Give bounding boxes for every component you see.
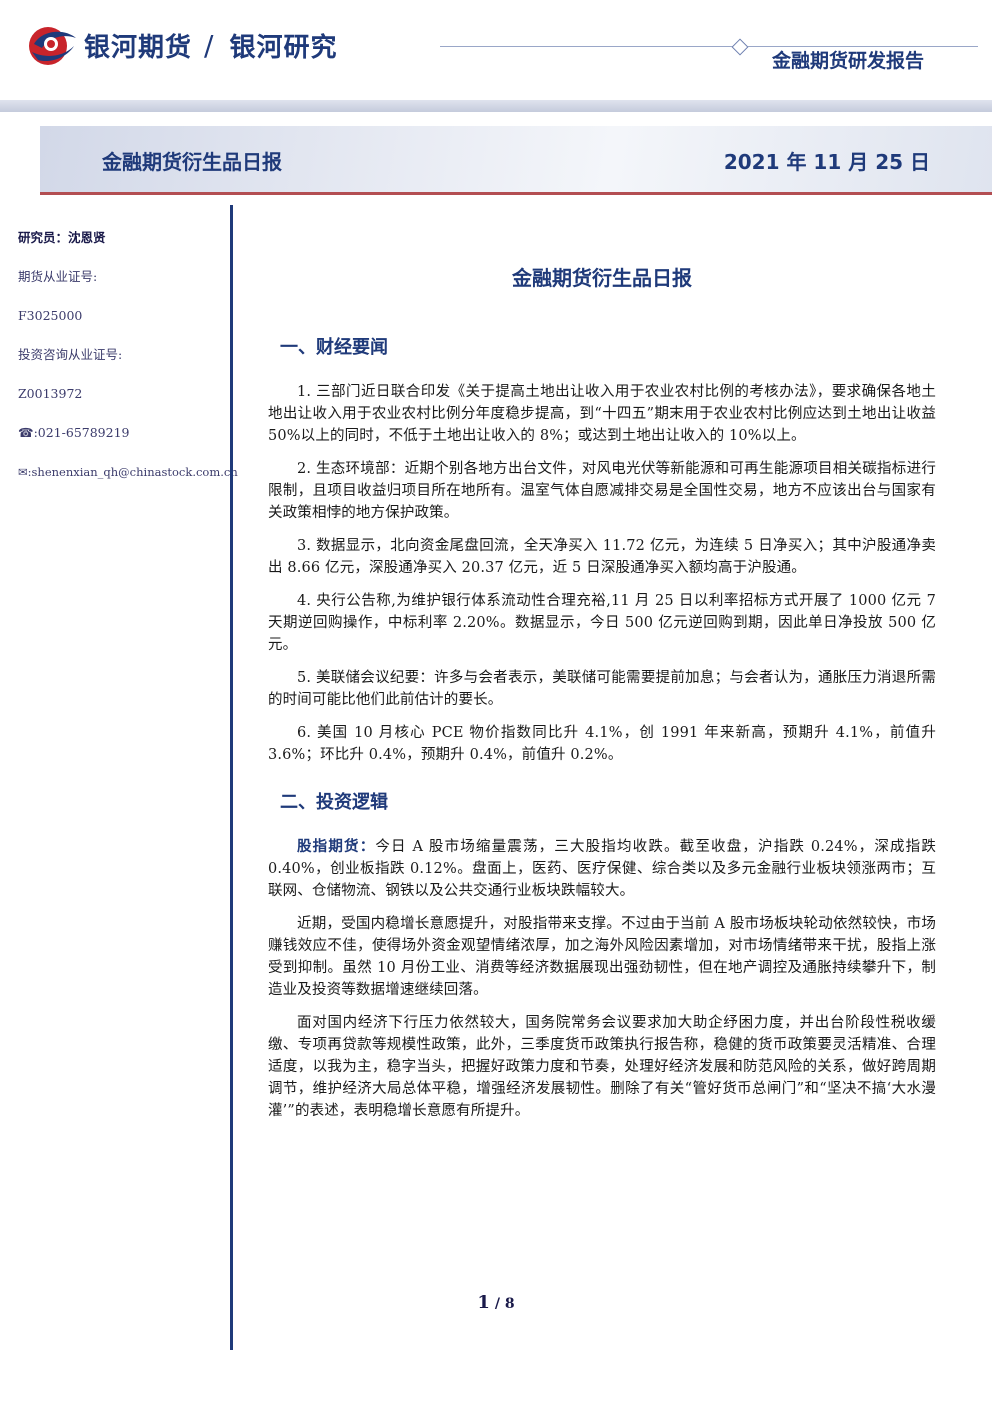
galaxy-logo-icon: [29, 27, 76, 65]
phone-contact: ☎:021-65789219: [18, 425, 130, 440]
current-page: 1: [477, 1292, 490, 1313]
consult-cert-label: 投资咨询从业证号:: [18, 347, 123, 362]
logic-paragraph: 近期，受国内稳增长意愿提升，对股指带来支撑。不过由于当前 A 股市场板块轮动依然…: [268, 916, 936, 998]
news-item: 6. 美国 10 月核心 PCE 物价指数同比升 4.1%，创 1991 年来新…: [268, 725, 936, 763]
futures-cert-label: 期货从业证号:: [18, 269, 98, 284]
banner-report-name: 金融期货衍生品日报: [102, 150, 282, 174]
news-item: 3. 数据显示，北向资金尾盘回流，全天净买入 11.72 亿元，为连续 5 日净…: [268, 538, 936, 576]
brand-name: 银河期货: [84, 32, 193, 63]
news-item: 5. 美联储会议纪要：许多与会者表示，美联储可能需要提前加息；与会者认为，通胀压…: [268, 670, 936, 708]
section-heading-logic: 二、投资逻辑: [280, 792, 388, 813]
title-banner: 金融期货衍生品日报 2021 年 11 月 25 日: [40, 126, 992, 195]
futures-cert-number: F3025000: [18, 308, 83, 323]
header-band: [0, 100, 992, 112]
report-body: 金融期货衍生品日报 一、财经要闻 1. 三部门近日联合印发《关于提高土地出让收入…: [268, 262, 936, 1133]
brand-logo: 银河期货 / 银河研究: [24, 22, 337, 68]
header-rule-right: [748, 46, 978, 47]
page-separator: /: [489, 1296, 505, 1312]
logic-lead-label: 股指期货：: [297, 839, 376, 855]
news-item: 4. 央行公告称,为维护银行体系流动性合理充裕,11 月 25 日以利率招标方式…: [268, 593, 936, 653]
total-pages: 8: [504, 1296, 515, 1312]
consult-cert-number: Z0013972: [18, 386, 83, 401]
logic-paragraph: 股指期货：今日 A 股市场缩量震荡，三大股指均收跌。截至收盘，沪指跌 0.24%…: [268, 836, 936, 902]
analyst-sidebar: 研究员：沈恩贤 期货从业证号: F3025000 投资咨询从业证号: Z0013…: [18, 228, 238, 501]
email-contact[interactable]: ✉:shenenxian_qh@chinastock.com.cn: [18, 465, 238, 479]
document-title: 金融期货衍生品日报: [512, 266, 692, 290]
banner-report-date: 2021 年 11 月 25 日: [723, 150, 930, 174]
analyst-name: 研究员：沈恩贤: [18, 230, 106, 245]
header-rule-left: [440, 46, 736, 47]
news-item: 1. 三部门近日联合印发《关于提高土地出让收入用于农业农村比例的考核办法》，要求…: [268, 384, 936, 444]
logic-paragraph-text: 今日 A 股市场缩量震荡，三大股指均收跌。截至收盘，沪指跌 0.24%，深成指跌…: [268, 839, 937, 899]
research-brand: 银河研究: [229, 32, 338, 63]
brand-separator: /: [204, 28, 214, 62]
logic-paragraph: 面对国内经济下行压力依然较大，国务院常务会议要求加大助企纾困力度，并出台阶段性税…: [268, 1015, 936, 1119]
report-header: 银河期货 / 银河研究 金融期货研发报告: [0, 0, 992, 100]
section-heading-news: 一、财经要闻: [280, 337, 388, 358]
diamond-icon: [731, 38, 749, 56]
vertical-divider: [230, 205, 233, 1350]
page-number: 1 / 8: [0, 1292, 992, 1313]
report-type-label: 金融期货研发报告: [771, 50, 924, 72]
news-item: 2. 生态环境部：近期个别各地方出台文件，对风电光伏等新能源和可再生能源项目相关…: [268, 461, 936, 521]
